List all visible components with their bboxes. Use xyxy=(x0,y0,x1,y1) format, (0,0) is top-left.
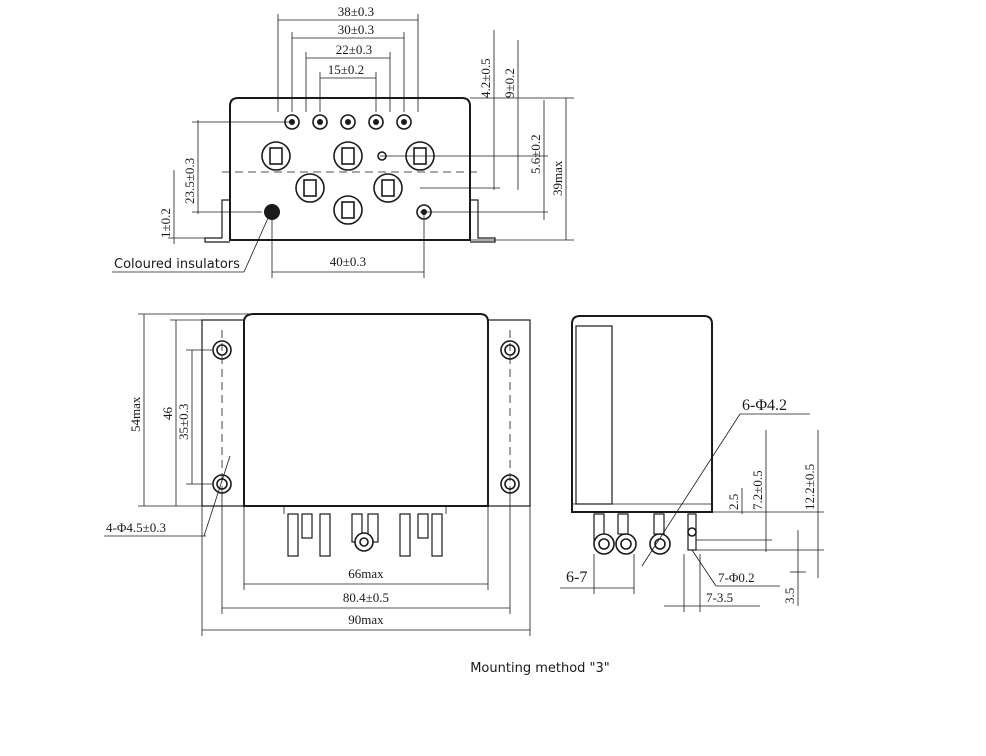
large-terminals xyxy=(261,141,435,225)
top-view: 38±0.3 30±0.3 22±0.3 15±0.2 4.2±0.5 9±0.… xyxy=(112,4,574,278)
front-bottom-dimensions xyxy=(201,494,531,636)
side-view-body xyxy=(571,315,713,513)
right-flange xyxy=(487,319,531,507)
front-view: 54max 46 35±0.3 4-Φ4.5±0.3 66max 80.4±0.… xyxy=(104,313,531,636)
dim-40: 40±0.3 xyxy=(330,254,366,269)
dim-9: 9±0.2 xyxy=(502,68,517,98)
side-view: 6-Φ4.2 2.5 7.2±0.5 12.2±0.5 3.5 6-7 7-Φ0… xyxy=(560,315,824,612)
coloured-insulator xyxy=(264,204,280,220)
dim-90: 90max xyxy=(348,612,384,627)
dim-5-6: 5.6±0.2 xyxy=(528,134,543,174)
dim-15: 15±0.2 xyxy=(328,62,364,77)
dim-39: 39max xyxy=(550,160,565,196)
dim-1: 1±0.2 xyxy=(158,208,173,238)
dim-22: 22±0.3 xyxy=(336,42,372,57)
dim-35: 35±0.3 xyxy=(176,404,191,440)
dim-3-5: 3.5 xyxy=(782,588,797,604)
dim-4-2: 4.2±0.5 xyxy=(478,58,493,98)
top-right-dimensions xyxy=(380,30,574,241)
side-terminals xyxy=(593,513,697,555)
front-left-dimensions xyxy=(138,313,250,507)
dim-6-phi: 6-Φ4.2 xyxy=(742,397,787,414)
dim-7-3-5: 7-3.5 xyxy=(706,590,733,605)
right-bracket xyxy=(470,199,496,243)
dim-23-5: 23.5±0.3 xyxy=(182,158,197,204)
top-dimensions xyxy=(277,14,419,112)
dim-54: 54max xyxy=(128,396,143,432)
dim-38: 38±0.3 xyxy=(338,4,374,19)
dim-66: 66max xyxy=(348,566,384,581)
caption: Mounting method "3" xyxy=(470,661,610,676)
dim-2-5: 2.5 xyxy=(726,494,741,510)
label-coloured-insulators: Coloured insulators xyxy=(114,257,240,272)
side-right-dimensions xyxy=(696,430,824,606)
left-bracket xyxy=(204,199,230,243)
dim-30: 30±0.3 xyxy=(338,22,374,37)
dim-12-2: 12.2±0.5 xyxy=(802,464,817,510)
dim-7-2: 7.2±0.5 xyxy=(750,470,765,510)
top-left-dimensions xyxy=(168,120,290,244)
dim-holes: 4-Φ4.5±0.3 xyxy=(106,520,166,535)
dim-7-phi: 7-Φ0.2 xyxy=(718,570,755,585)
dim-46: 46 xyxy=(160,407,175,421)
front-terminals xyxy=(283,506,447,557)
dim-80-4: 80.4±0.5 xyxy=(343,590,389,605)
small-pins xyxy=(284,114,412,130)
dim-6-7: 6-7 xyxy=(566,569,587,586)
front-view-body xyxy=(243,313,489,507)
